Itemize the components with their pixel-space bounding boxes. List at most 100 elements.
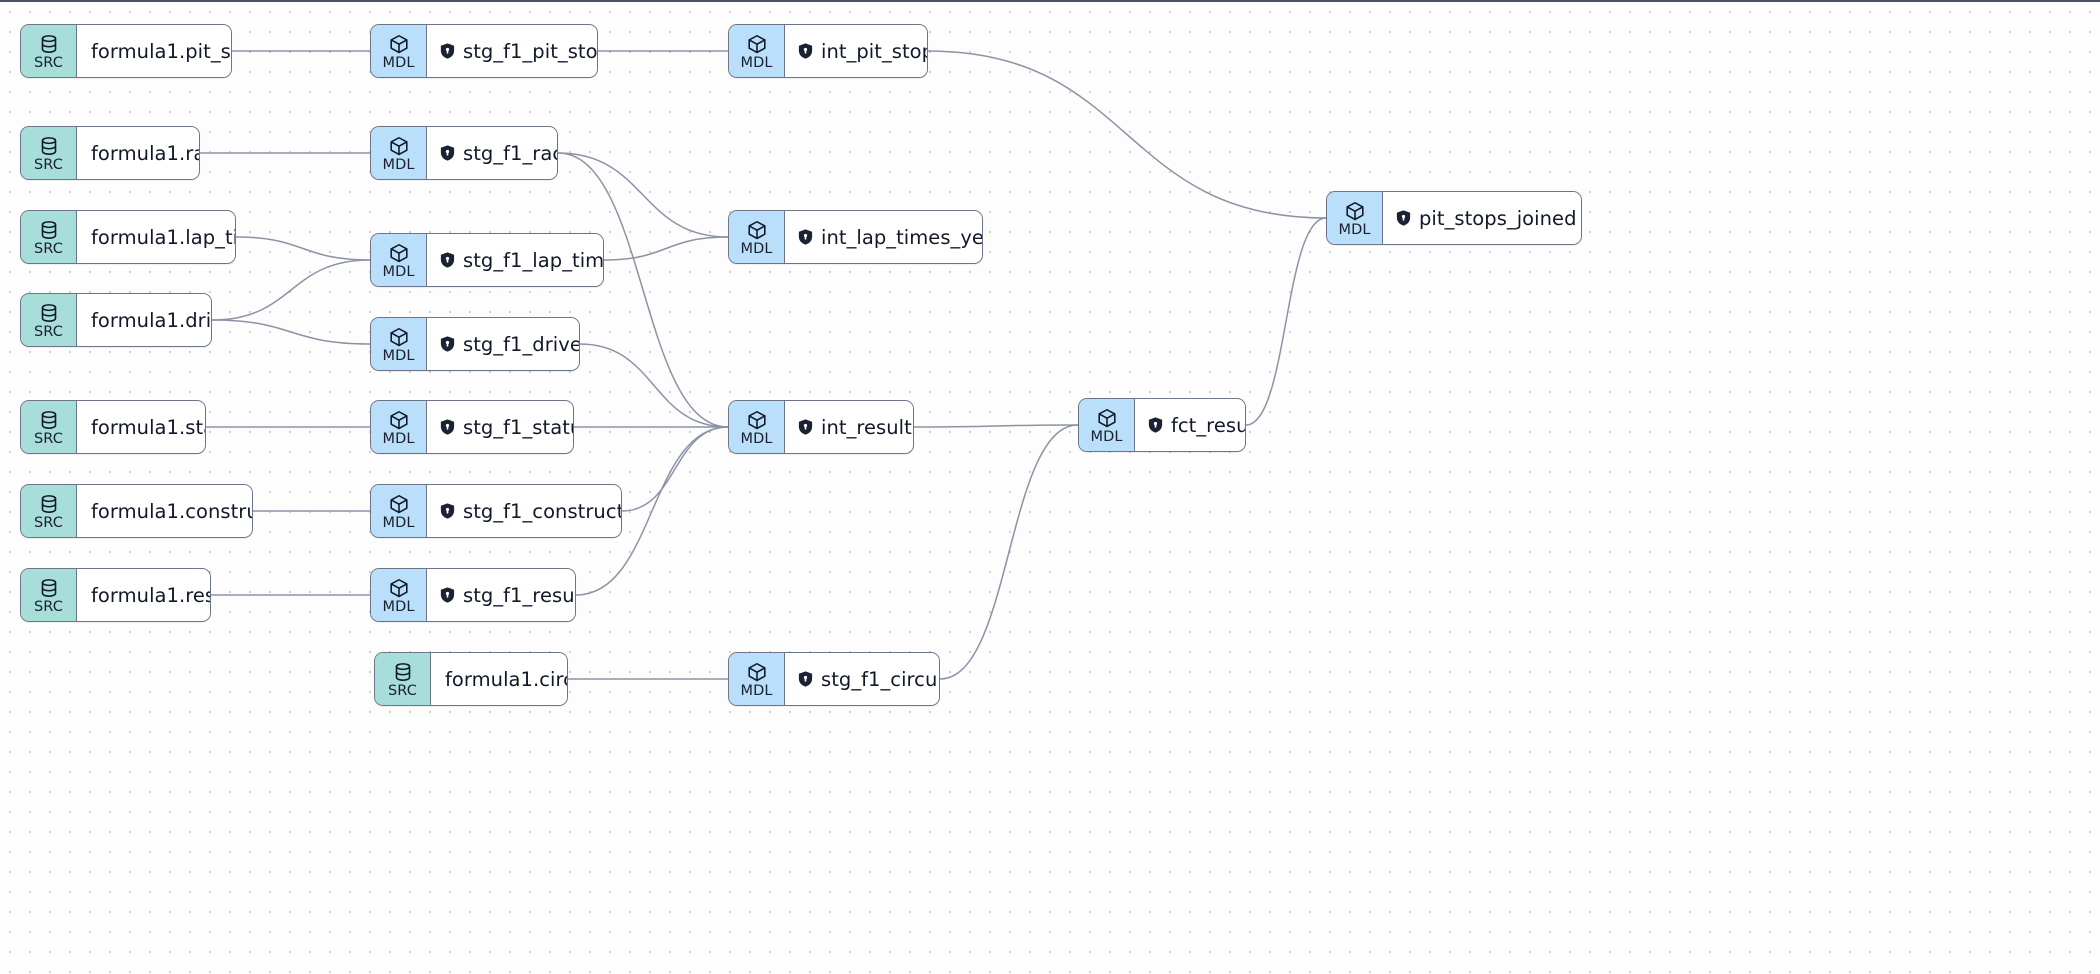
lineage-edge-stg_races-to-int_lap_times_years [557,152,729,238]
cube-icon [746,409,768,431]
node-label: pit_stops_joined [1419,206,1577,230]
node-body: fct_results [1135,399,1245,451]
shield-icon [440,503,455,519]
src-badge: SRC [21,25,77,77]
mdl-badge: MDL [371,569,427,621]
node-label: int_pit_stops [821,39,927,63]
badge-label: MDL [382,599,415,615]
src-badge: SRC [375,653,431,705]
shield-icon [1148,417,1163,433]
badge-label: MDL [382,348,415,364]
cube-icon [388,577,410,599]
lineage-edge-src_drivers-to-stg_drivers [211,319,371,345]
shield-icon [1396,210,1411,226]
badge-label: MDL [382,157,415,173]
lineage-node-fct_results[interactable]: MDL fct_results [1078,398,1246,452]
lineage-node-stg_drivers[interactable]: MDL stg_f1_drivers [370,317,580,371]
lineage-edge-stg_races-to-int_results [557,152,729,428]
node-label: int_lap_times_years [821,225,983,249]
database-cylinder-icon [38,493,60,515]
badge-label: MDL [382,264,415,280]
node-body: stg_f1_constructors [427,485,621,537]
lineage-node-stg_circuits[interactable]: MDL stg_f1_circuits [728,652,940,706]
src-badge: SRC [21,569,77,621]
node-label: stg_f1_results [463,583,575,607]
node-label: formula1.pit_stops [91,39,231,63]
lineage-edge-stg_constructors-to-int_results [621,426,729,512]
mdl-badge: MDL [729,25,785,77]
database-cylinder-icon [38,219,60,241]
mdl-badge: MDL [1079,399,1135,451]
cube-icon [388,493,410,515]
badge-label: MDL [1338,222,1371,238]
lineage-edge-int_pit_stops-to-pit_stops_joined [927,50,1327,219]
mdl-badge: MDL [729,653,785,705]
node-body: stg_f1_pit_stops [427,25,597,77]
lineage-node-int_pit_stops[interactable]: MDL int_pit_stops [728,24,928,78]
lineage-node-stg_lap_times[interactable]: MDL stg_f1_lap_times [370,233,604,287]
shield-icon [798,671,813,687]
node-label: formula1.constructors [91,499,252,523]
node-label: stg_f1_drivers [463,332,580,356]
database-cylinder-icon [38,409,60,431]
mdl-badge: MDL [1327,192,1383,244]
lineage-node-src_pit_stops[interactable]: SRC formula1.pit_stops [20,24,232,78]
lineage-node-stg_constructors[interactable]: MDL stg_f1_constructors [370,484,622,538]
lineage-edge-stg_lap_times-to-int_lap_times_years [603,236,729,261]
shield-icon [440,419,455,435]
lineage-node-pit_stops_joined[interactable]: MDL pit_stops_joined [1326,191,1582,245]
mdl-badge: MDL [729,401,785,453]
node-body: formula1.circuits [431,653,567,705]
badge-label: MDL [382,515,415,531]
lineage-edge-src_drivers-to-stg_lap_times [211,259,371,321]
mdl-badge: MDL [371,25,427,77]
src-badge: SRC [21,401,77,453]
lineage-edge-stg_drivers-to-int_results [579,343,729,428]
cube-icon [746,33,768,55]
node-body: pit_stops_joined [1383,192,1581,244]
badge-label: MDL [740,683,773,699]
node-label: stg_f1_constructors [463,499,621,523]
node-label: stg_f1_circuits [821,667,939,691]
src-badge: SRC [21,127,77,179]
node-body: int_lap_times_years [785,211,982,263]
database-cylinder-icon [38,135,60,157]
shield-icon [440,43,455,59]
node-body: formula1.status [77,401,205,453]
node-body: formula1.pit_stops [77,25,231,77]
shield-icon [798,43,813,59]
mdl-badge: MDL [371,234,427,286]
cube-icon [388,135,410,157]
node-body: int_pit_stops [785,25,927,77]
node-body: stg_f1_drivers [427,318,579,370]
badge-label: MDL [1090,429,1123,445]
node-body: formula1.races [77,127,199,179]
shield-icon [798,229,813,245]
cube-icon [388,326,410,348]
lineage-node-stg_results[interactable]: MDL stg_f1_results [370,568,576,622]
lineage-edge-stg_circuits-to-fct_results [939,424,1079,680]
mdl-badge: MDL [371,401,427,453]
lineage-edge-int_results-to-fct_results [913,424,1079,428]
badge-label: MDL [740,55,773,71]
node-label: stg_f1_lap_times [463,248,604,272]
cube-icon [746,661,768,683]
shield-icon [440,145,455,161]
node-label: formula1.drivers [91,308,212,332]
shield-icon [798,419,813,435]
mdl-badge: MDL [371,318,427,370]
